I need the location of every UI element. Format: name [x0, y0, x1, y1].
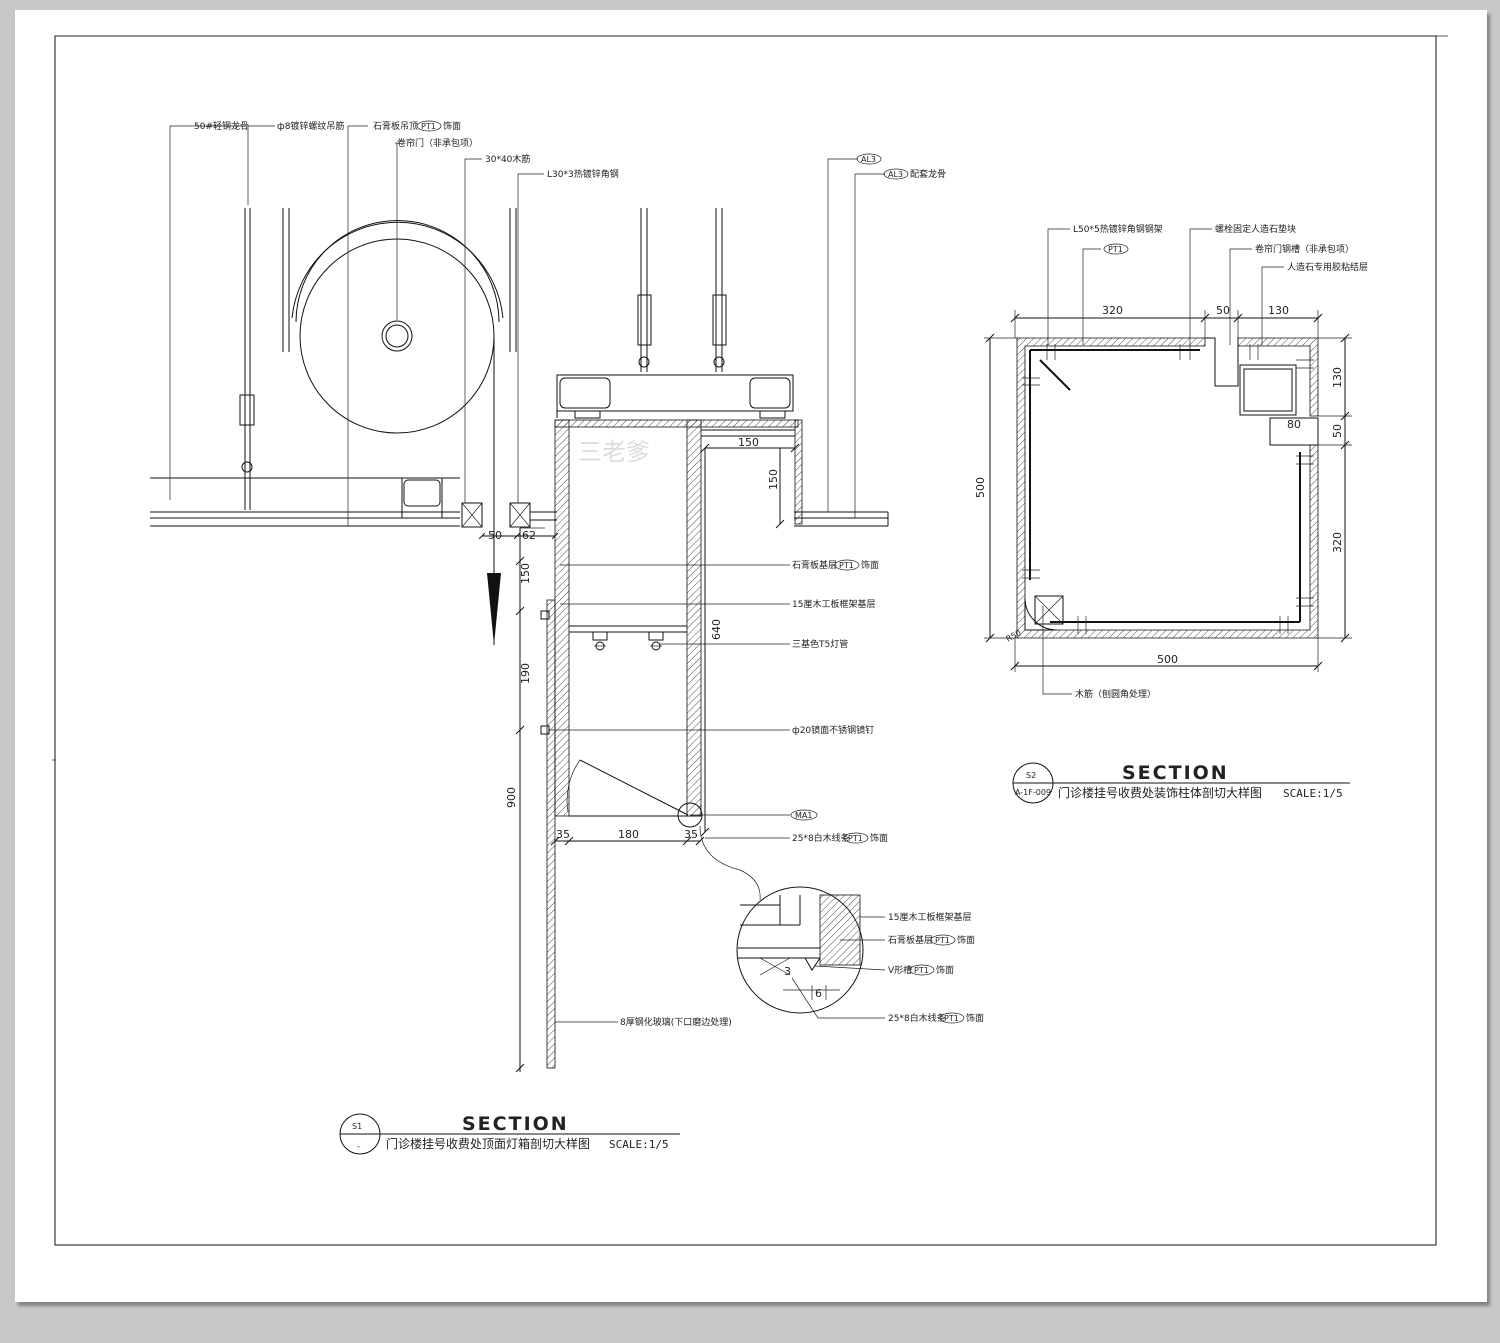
s2-scale: SCALE:1/5: [1283, 787, 1343, 800]
label-l50-frame: L50*5热镀锌角钢钢架: [1073, 223, 1163, 235]
label-wood-strip: 30*40木筋: [485, 153, 530, 165]
label-gypsum-base-finish: 饰面: [861, 559, 879, 571]
label-gypsum-ceiling: 石膏板吊顶: [373, 120, 418, 132]
label-steel-keel: 50#轻钢龙骨: [194, 120, 249, 132]
section-s1-title-block: S1 - SECTION 门诊楼挂号收费处顶面灯箱剖切大样图 SCALE:1/5: [339, 1113, 680, 1155]
label-pt1-detail-wood-line: PT1: [944, 1014, 959, 1023]
label-pt1-v-groove: PT1: [914, 966, 929, 975]
label-detail-wood-line-finish: 饰面: [966, 1012, 984, 1024]
dim-180: 180: [618, 828, 639, 841]
label-gypsum-ceiling-finish: 饰面: [443, 120, 461, 132]
dim-s2-top-320: 320: [1102, 304, 1123, 317]
section-s2-title-block: S2 A-1F-009 SECTION 门诊楼挂号收费处装饰柱体剖切大样图 SC…: [1012, 762, 1350, 804]
s2-subtitle: 门诊楼挂号收费处装饰柱体剖切大样图: [1058, 785, 1262, 800]
detail-inner: [738, 894, 861, 976]
dim-s2-top-50: 50: [1216, 304, 1230, 317]
dim-900: 900: [505, 787, 518, 808]
dim-150-top: 150: [738, 436, 759, 449]
dim-190: 190: [519, 663, 532, 684]
dim-s2-bottom-500: 500: [1157, 653, 1178, 666]
label-angle-steel: L30*3热镀锌角钢: [547, 168, 619, 180]
label-gypsum-base: 石膏板基层: [792, 559, 837, 571]
label-v-groove-finish: 饰面: [936, 964, 954, 976]
dim-s2-right-130: 130: [1331, 367, 1344, 388]
label-pt1-tag: PT1: [421, 122, 436, 131]
label-white-wood-line: 25*8白木线条: [792, 832, 850, 844]
label-al3-keel-tag: AL3: [888, 170, 903, 179]
label-pt1-wood-line: PT1: [848, 834, 863, 843]
label-detail-plywood: 15厘木工板框架基层: [888, 911, 971, 923]
s1-scale: SCALE:1/5: [609, 1138, 669, 1151]
label-wood-strip-round: 木筋（刨圆角处理）: [1075, 688, 1156, 700]
s1-tag-top: S1: [352, 1122, 362, 1131]
label-stone-glue: 人造石专用胶粘结层: [1287, 261, 1368, 273]
dim-35-right: 35: [684, 828, 698, 841]
dim-640: 640: [710, 619, 723, 640]
label-plywood-15: 15厘木工板框架基层: [792, 598, 875, 610]
label-v-groove: V形槽: [888, 964, 912, 976]
s2-tag-top: S2: [1026, 771, 1036, 780]
dim-s2-inner-80: 80: [1287, 418, 1301, 431]
section-s1-dimensions: 50 62 150 190 900 640 150 150 35 180 35 …: [488, 436, 822, 1000]
label-detail-gypsum: 石膏板基层: [888, 934, 933, 946]
s1-tag-bottom: -: [357, 1142, 360, 1151]
label-pt1-detail-gypsum: PT1: [935, 936, 950, 945]
s2-tag-bottom: A-1F-009: [1015, 788, 1051, 797]
dim-35-left: 35: [556, 828, 570, 841]
dim-s2-right-320: 320: [1331, 532, 1344, 553]
dim-50: 50: [488, 529, 502, 542]
dim-150-vertical: 150: [519, 563, 532, 584]
dim-62: 62: [522, 529, 536, 542]
section-s2-labels: L50*5热镀锌角钢钢架 PT1 螺栓固定人造石垫块 卷帘门钢槽（非承包项） 人…: [1005, 223, 1369, 700]
label-detail-gypsum-finish: 饰面: [957, 934, 975, 946]
drawing-frame: [52, 35, 1448, 1246]
label-al3-top: AL3: [861, 155, 876, 164]
label-mirror-nail: ф20镜面不锈钢镜钉: [792, 724, 874, 736]
section-s1-labels: 50#轻钢龙骨 ф8镀锌螺纹吊筋 石膏板吊顶 PT1 饰面 卷帘门（非承包项） …: [194, 120, 984, 1028]
label-ma1: MA1: [795, 811, 812, 820]
dim-s2-left-500: 500: [974, 477, 987, 498]
watermark: 三老爹: [578, 438, 650, 466]
drawing-sheet: 50#轻钢龙骨 ф8镀锌螺纹吊筋 石膏板吊顶 PT1 饰面 卷帘门（非承包项） …: [15, 10, 1487, 1302]
dim-s2-right-50: 50: [1331, 424, 1344, 438]
dim-detail-6: 6: [815, 987, 822, 1000]
label-al3-keel: 配套龙骨: [910, 168, 946, 180]
section-s1-drawing: [150, 125, 889, 1073]
section-s2-dimensions: 320 50 130 130 50 320 80 500 500: [974, 304, 1344, 666]
dim-s2-top-130: 130: [1268, 304, 1289, 317]
label-white-wood-line-finish: 饰面: [870, 832, 888, 844]
s1-heading: SECTION: [462, 1113, 569, 1135]
label-door-channel: 卷帘门钢槽（非承包项）: [1255, 243, 1354, 255]
section-s2-drawing: [984, 228, 1352, 695]
label-tempered-glass: 8厚钢化玻璃(下口磨边处理): [620, 1016, 732, 1028]
label-hanger-rod: ф8镀锌螺纹吊筋: [277, 120, 344, 132]
dim-150-side: 150: [767, 469, 780, 490]
label-detail-wood-line: 25*8白木线条: [888, 1012, 946, 1024]
dim-detail-3: 3: [784, 965, 791, 978]
label-rolling-door: 卷帘门（非承包项）: [397, 137, 478, 149]
label-t5-tube: 三基色T5灯管: [792, 638, 848, 650]
label-s2-pt1: PT1: [1108, 245, 1123, 254]
cad-drawing: 50#轻钢龙骨 ф8镀锌螺纹吊筋 石膏板吊顶 PT1 饰面 卷帘门（非承包项） …: [52, 35, 1448, 1246]
s1-subtitle: 门诊楼挂号收费处顶面灯箱剖切大样图: [386, 1136, 590, 1151]
label-bolt-stone: 螺栓固定人造石垫块: [1215, 223, 1296, 235]
s2-heading: SECTION: [1122, 762, 1229, 784]
label-pt1-gypsum-base: PT1: [839, 561, 854, 570]
